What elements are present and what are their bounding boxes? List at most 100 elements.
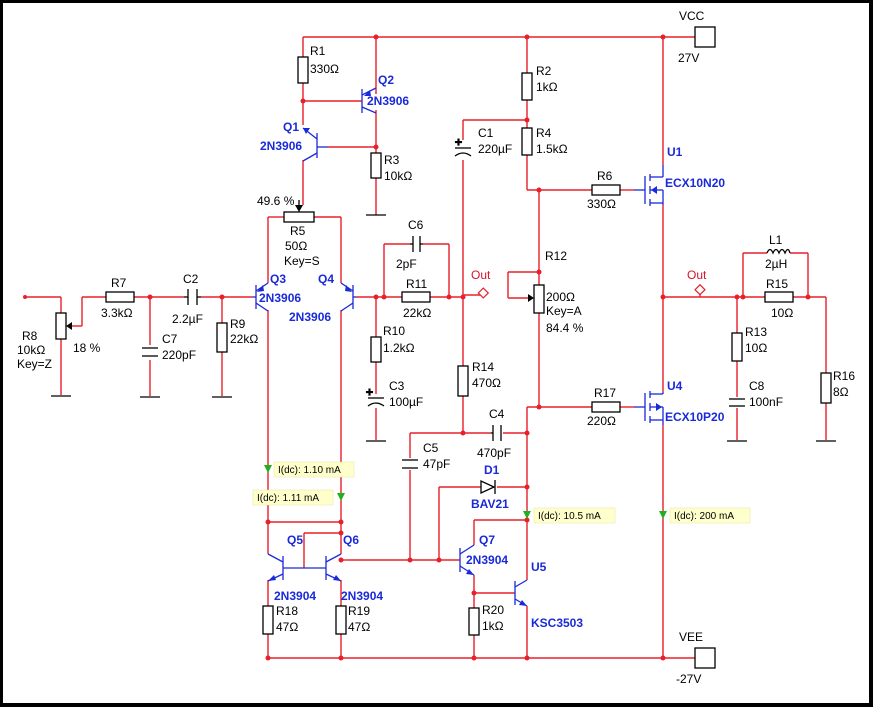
q6-transistor[interactable] [304,553,342,582]
probe-3[interactable]: I(dc): 10.5 mA [523,507,616,524]
q5-transistor[interactable] [267,553,304,582]
q5-value: 2N3904 [274,589,316,603]
c3-value: 100µF [389,395,423,409]
r14-value: 470Ω [472,376,501,390]
r19-resistor[interactable] [335,605,347,635]
svg-text:+: + [366,385,373,399]
r3-value: 10kΩ [384,169,412,183]
r20-resistor[interactable] [468,607,480,636]
probe-1[interactable]: I(dc): 1.10 mA [264,461,355,478]
r15-resistor[interactable] [764,291,794,303]
r2-resistor[interactable] [521,72,533,101]
q2-value: 2N3906 [367,94,409,108]
r13-ref: R13 [745,325,767,339]
u1-mosfet[interactable] [634,165,664,206]
vcc-terminal[interactable]: VCC 27V [678,9,716,65]
r11-value: 22kΩ [403,306,431,320]
wires [25,36,827,659]
vcc-value: 27V [678,51,699,65]
c7-value: 220pF [162,348,196,362]
r8-potentiometer[interactable] [55,312,72,340]
c8-ref: C8 [749,379,765,393]
out-label-2: Out [687,268,707,282]
l1-ref: L1 [769,233,783,247]
c1-capacitor[interactable]: + [454,134,472,157]
u4-ref: U4 [667,379,683,393]
l1-inductor[interactable] [766,248,791,255]
q3-transistor[interactable] [253,282,269,312]
q2-transistor[interactable] [361,87,377,114]
q7-value: 2N3904 [466,553,508,567]
r4-value: 1.5kΩ [536,142,568,156]
probe-2[interactable]: I(dc): 1.11 mA [252,489,345,506]
c4-capacitor[interactable] [491,425,502,441]
probe-2-text: I(dc): 1.11 mA [257,493,319,504]
q6-ref: Q6 [343,533,359,547]
r17-ref: R17 [594,386,616,400]
r12-potentiometer[interactable] [528,284,545,314]
c6-value: 2pF [396,257,417,271]
r8-value: 10kΩ [17,343,45,357]
probe-4[interactable]: I(dc): 200 mA [659,507,751,524]
probe-3-text: I(dc): 10.5 mA [538,511,601,522]
r14-ref: R14 [472,360,494,374]
c2-capacitor[interactable] [184,289,201,305]
r15-ref: R15 [766,277,788,291]
c2-value: 2.2µF [172,312,203,326]
c7-capacitor[interactable] [142,347,158,357]
r10-resistor[interactable] [370,336,382,363]
r6-resistor[interactable] [591,184,621,196]
out-label-1: Out [471,268,491,282]
r11-resistor[interactable] [401,291,431,303]
c3-ref: C3 [389,379,405,393]
q4-transistor[interactable] [340,282,356,312]
r5-potentiometer[interactable] [283,200,315,223]
r14-resistor[interactable] [457,365,469,397]
r1-resistor[interactable] [297,56,309,84]
junctions [147,34,811,661]
out-node-1[interactable]: Out [471,268,491,299]
c3-capacitor[interactable]: + [365,384,385,407]
d1-diode[interactable] [480,479,496,495]
c8-capacitor[interactable] [729,398,745,407]
q1-transistor[interactable] [302,127,328,162]
r3-resistor[interactable] [370,152,382,179]
r8-setting: 18 % [73,341,101,355]
vee-terminal[interactable]: VEE -27V [676,630,716,686]
d1-value: BAV21 [471,497,509,511]
r8-key: Key=Z [17,357,52,371]
c5-ref: C5 [423,441,439,455]
u5-transistor[interactable] [514,579,528,607]
r6-ref: R6 [597,169,613,183]
q6-value: 2N3904 [341,589,383,603]
u1-ref: U1 [667,145,683,159]
r16-resistor[interactable] [820,372,832,404]
q4-value: 2N3906 [289,310,331,324]
q7-transistor[interactable] [459,544,475,576]
out-node-2[interactable]: Out [687,268,707,296]
r4-resistor[interactable] [521,127,533,156]
r2-value: 1kΩ [536,80,558,94]
capacitors: + + [142,134,745,469]
r13-resistor[interactable] [731,332,743,362]
r16-value: 8Ω [833,385,849,399]
r20-value: 1kΩ [482,619,504,633]
c5-capacitor[interactable] [402,459,418,469]
c6-ref: C6 [408,218,424,232]
r20-ref: R20 [482,603,504,617]
r10-ref: R10 [383,324,405,338]
u4-mosfet[interactable] [634,391,664,425]
probe-1-text: I(dc): 1.10 mA [278,465,341,476]
r7-resistor[interactable] [105,291,135,303]
r18-resistor[interactable] [262,605,274,635]
r1-ref: R1 [310,44,326,58]
u5-ref: U5 [531,560,547,574]
input-terminal[interactable] [23,295,27,299]
q3-ref: Q3 [270,272,286,286]
r9-resistor[interactable] [216,322,228,353]
svg-text:+: + [455,135,462,149]
r17-resistor[interactable] [591,401,621,413]
r4-ref: R4 [536,126,552,140]
c8-value: 100nF [749,395,783,409]
c6-capacitor[interactable] [410,236,423,252]
